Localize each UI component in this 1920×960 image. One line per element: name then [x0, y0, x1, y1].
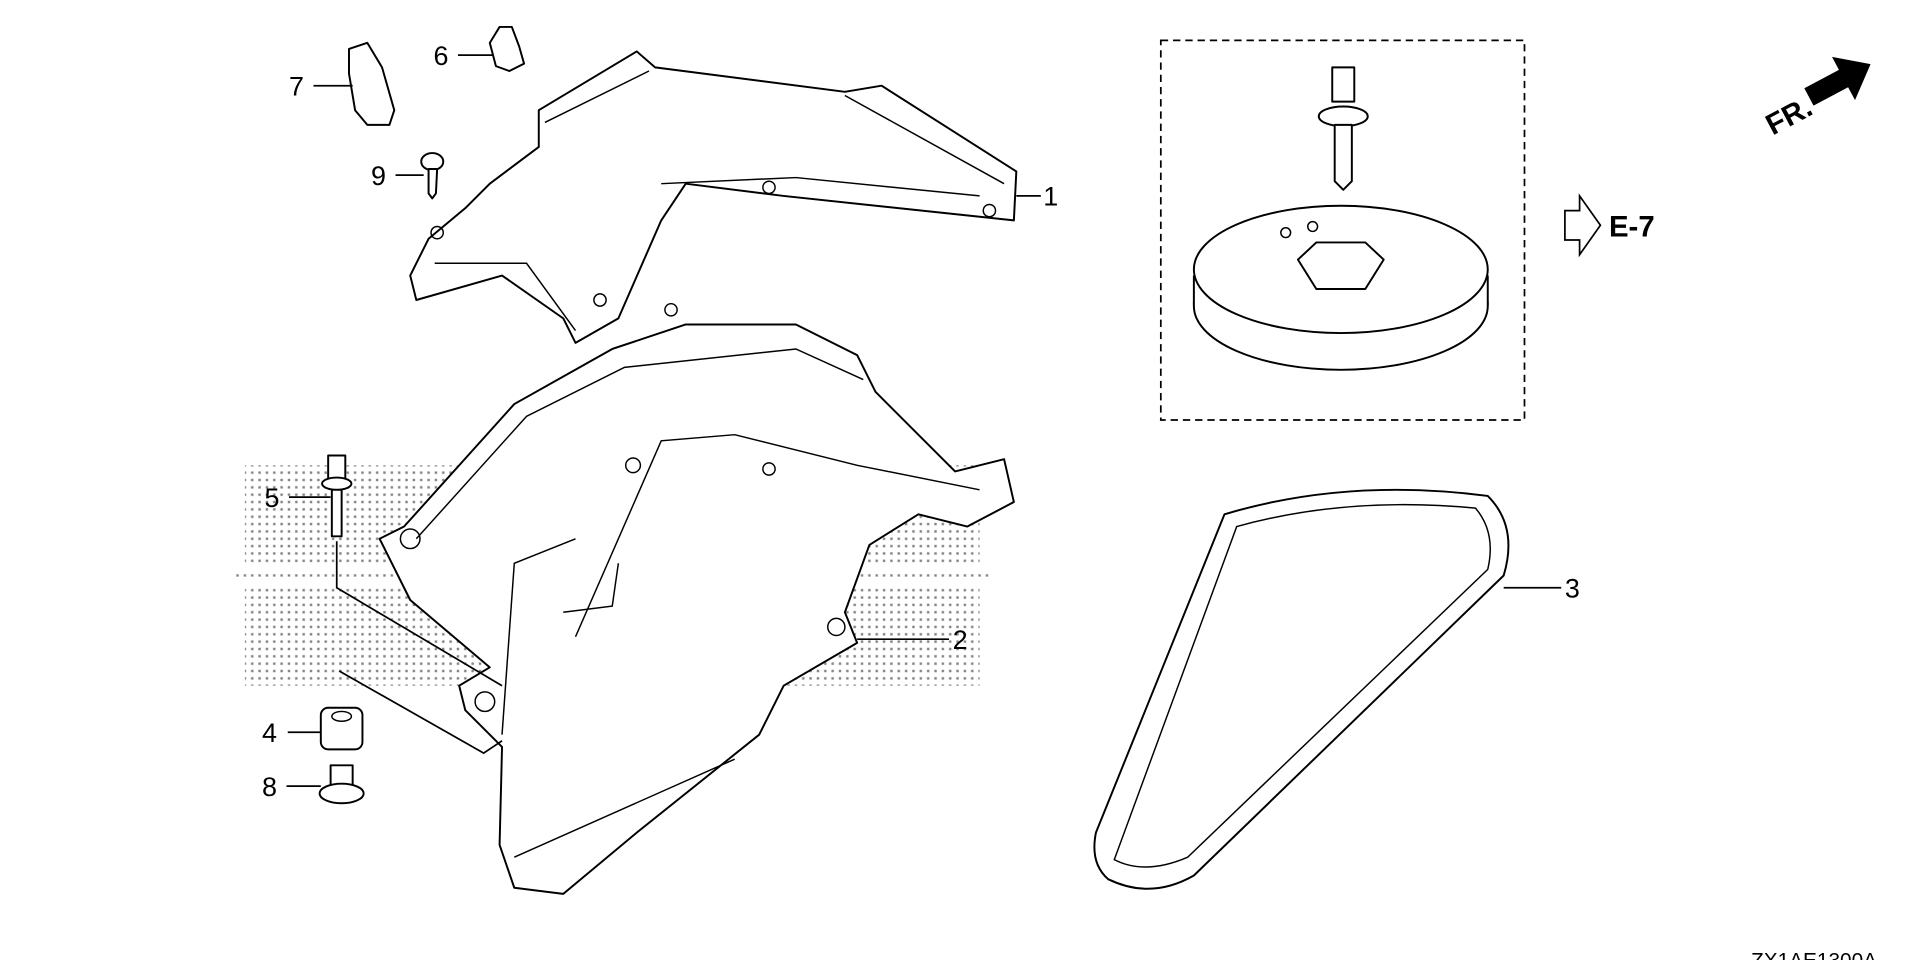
- upper-belt-cover[interactable]: [409, 50, 1018, 344]
- callout-5[interactable]: 5: [264, 483, 279, 513]
- clip[interactable]: [488, 25, 526, 72]
- callout-8[interactable]: 8: [262, 772, 277, 802]
- callout-4[interactable]: 4: [262, 718, 277, 748]
- callout-7[interactable]: 7: [289, 72, 304, 102]
- clamp[interactable]: [348, 41, 396, 126]
- callout-1[interactable]: 1: [1043, 182, 1058, 212]
- lower-belt-cover[interactable]: [378, 302, 1015, 895]
- leader-lines: [286, 54, 1562, 787]
- v-belt[interactable]: [1093, 488, 1510, 890]
- callout-2[interactable]: 2: [953, 625, 968, 655]
- hollow-arrow-icon: [1564, 193, 1602, 258]
- callout-3[interactable]: 3: [1565, 574, 1580, 604]
- grommet[interactable]: [319, 706, 364, 751]
- reference-label: E-7: [1609, 210, 1655, 243]
- front-arrow-icon: [1804, 56, 1871, 106]
- drawing-code: ZX1AE1300A: [1751, 949, 1877, 960]
- flange-bolt[interactable]: [321, 454, 353, 538]
- pulley-assembly[interactable]: [1159, 39, 1526, 421]
- front-indicator-label: FR.: [1760, 90, 1817, 141]
- collar[interactable]: [318, 764, 365, 805]
- tapping-screw[interactable]: [420, 152, 445, 200]
- callout-6[interactable]: 6: [433, 41, 448, 71]
- front-indicator: FR.: [1760, 56, 1871, 142]
- callout-9[interactable]: 9: [371, 161, 386, 191]
- reference-link[interactable]: E-7: [1564, 193, 1655, 258]
